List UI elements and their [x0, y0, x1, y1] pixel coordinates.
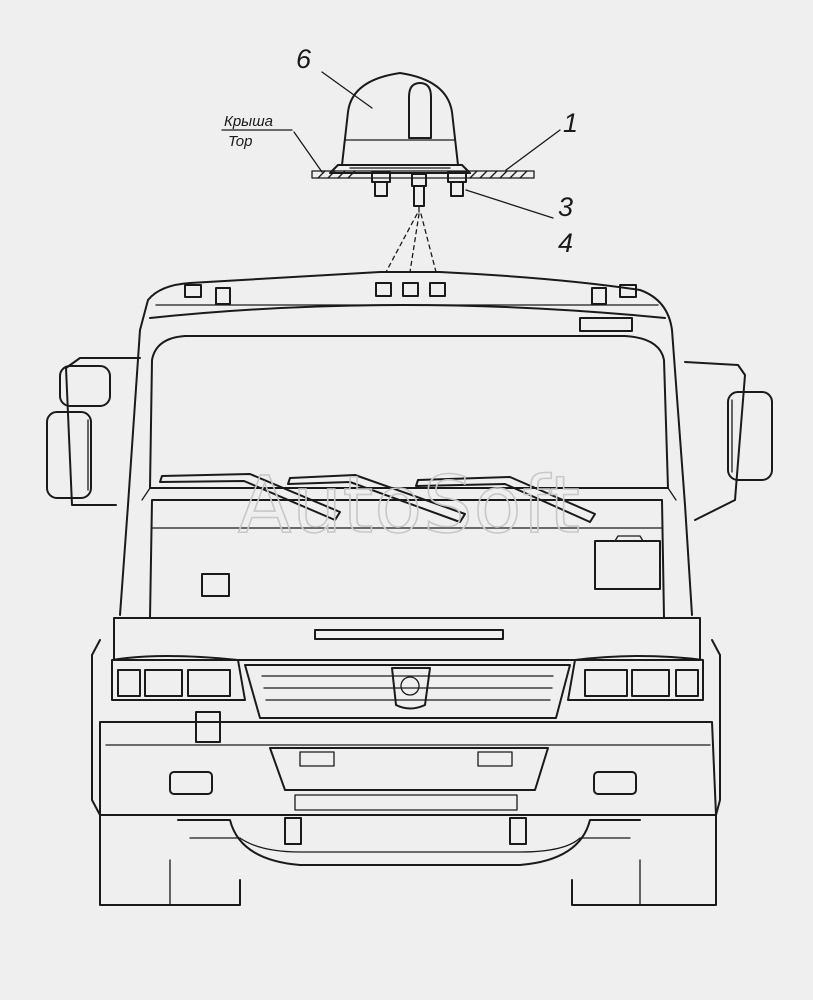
wire-connector	[411, 173, 427, 213]
info-plate	[594, 540, 661, 590]
callout-4: 4	[558, 228, 573, 258]
roof-hatching	[317, 170, 528, 179]
front-bumper	[99, 721, 717, 816]
leader-roof	[293, 131, 323, 173]
beacon-lamp-detail	[221, 71, 561, 273]
grille	[244, 664, 571, 719]
headlight-left	[111, 655, 246, 701]
fog-light-right	[593, 771, 637, 795]
front-emblem-plate	[201, 573, 230, 597]
beacon-reflector	[408, 82, 432, 139]
beacon-base	[329, 164, 471, 174]
callout-6: 6	[296, 44, 312, 74]
leader-3-4	[465, 189, 554, 219]
callout-3: 3	[558, 192, 573, 222]
callout-1: 1	[563, 108, 578, 138]
fog-light-left	[169, 771, 213, 795]
roof-label-en: Top	[228, 133, 252, 150]
roof-mounting-holes	[375, 282, 446, 297]
mounting-bolt-left	[371, 171, 391, 197]
cab-outline	[119, 271, 693, 616]
mounting-bolt-right	[447, 171, 467, 197]
hood-slot	[314, 629, 504, 640]
cab-logo	[391, 667, 431, 710]
cab-roof-line	[149, 304, 666, 319]
truck-front-view	[46, 271, 773, 906]
roof-panel	[311, 170, 535, 179]
beacon-dome	[341, 72, 459, 166]
roof-marker-lights	[184, 284, 637, 332]
projection-lines	[385, 213, 437, 273]
windshield-wipers	[159, 473, 596, 523]
mirror-left	[46, 357, 141, 506]
mirror-right	[684, 361, 773, 521]
roof-label-ru: Крыша	[224, 113, 273, 130]
watermark: AutoSoft	[238, 461, 581, 551]
windshield	[149, 335, 669, 489]
headlight-right	[567, 655, 704, 701]
wheel-right	[571, 814, 717, 906]
leader-6	[321, 71, 373, 109]
leader-1	[505, 129, 561, 171]
bumper-center	[269, 747, 549, 791]
